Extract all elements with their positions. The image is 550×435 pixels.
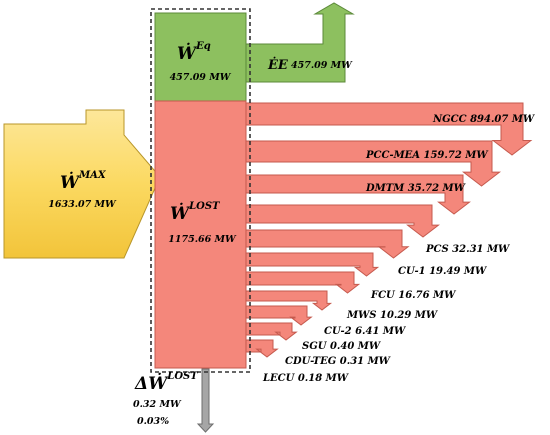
loss-label-lecu: LECU 0.18 MW bbox=[262, 373, 350, 384]
loss-label-dmtm: DMTM 35.72 MW bbox=[365, 183, 467, 194]
loss-label-mws: MWS 10.29 MW bbox=[346, 310, 439, 321]
lost-work-label: ẆLOST bbox=[170, 201, 221, 224]
equivalent-work-block bbox=[154, 12, 247, 102]
electric-energy-label: ĖE bbox=[267, 57, 289, 73]
equivalent-work-label: ẆEq bbox=[177, 41, 211, 64]
loss-branches bbox=[245, 102, 533, 358]
loss-arrow-pcc-mea bbox=[245, 140, 502, 187]
loss-arrow-pcs bbox=[245, 204, 440, 238]
residual-lost-value: 0.32 MW bbox=[133, 399, 182, 410]
loss-label-pcc-mea: PCC-MEA 159.72 MW bbox=[365, 150, 489, 161]
loss-arrow-fcu bbox=[245, 252, 380, 277]
loss-label-fcu: FCU 16.76 MW bbox=[370, 290, 457, 301]
residual-lost-label: ΔẆLOST bbox=[134, 371, 199, 394]
loss-arrow-ngcc bbox=[245, 102, 533, 156]
loss-label-cu-2: CU-2 6.41 MW bbox=[324, 326, 407, 337]
electric-energy-value: 457.09 MW bbox=[291, 60, 353, 71]
max-work-value: 1633.07 MW bbox=[48, 199, 117, 210]
loss-arrow-cu-2 bbox=[245, 290, 333, 311]
loss-arrow-cu-1 bbox=[245, 229, 410, 259]
loss-arrow-sgu bbox=[245, 305, 313, 326]
equivalent-work-value: 457.09 MW bbox=[170, 72, 232, 83]
lost-work-value: 1175.66 MW bbox=[168, 234, 237, 245]
loss-label-sgu: SGU 0.40 MW bbox=[302, 341, 382, 352]
max-work-arrow bbox=[3, 109, 161, 259]
residual-lost-arrow bbox=[196, 368, 215, 433]
loss-label-pcs: PCS 32.31 MW bbox=[425, 244, 511, 255]
loss-label-cdu-teg: CDU-TEG 0.31 MW bbox=[285, 356, 392, 367]
loss-arrow-cdu-teg bbox=[245, 322, 298, 341]
loss-arrow-lecu bbox=[245, 339, 279, 358]
loss-labels: NGCC 894.07 MW PCC-MEA 159.72 MW DMTM 35.7… bbox=[262, 114, 536, 384]
loss-arrow-dmtm bbox=[245, 174, 471, 215]
max-work-label: ẆMAX bbox=[60, 170, 107, 193]
electric-energy-arrow bbox=[245, 2, 355, 83]
system-boundary bbox=[150, 8, 251, 373]
residual-lost-percent: 0.03% bbox=[137, 416, 169, 427]
lost-work-block bbox=[154, 100, 247, 369]
loss-arrow-mws bbox=[245, 271, 361, 294]
loss-label-cu-1: CU-1 19.49 MW bbox=[398, 266, 488, 277]
loss-label-ngcc: NGCC 894.07 MW bbox=[432, 114, 536, 125]
